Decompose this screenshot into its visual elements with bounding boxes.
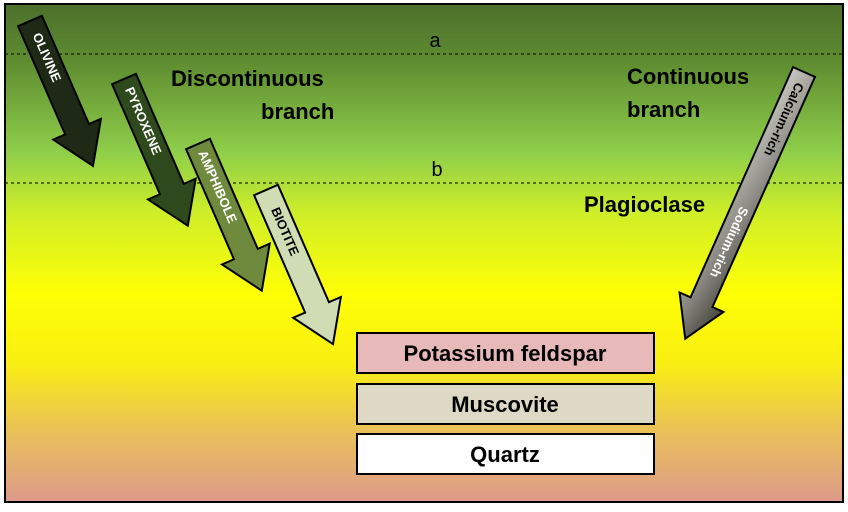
- discontinuous-branch-line2: branch: [261, 99, 334, 124]
- continuous-branch-line2: branch: [627, 97, 700, 122]
- label-a: a: [429, 30, 441, 52]
- label-b: b: [431, 159, 442, 181]
- potassium-feldspar-box: [356, 332, 655, 374]
- discontinuous-branch-line1: Discontinuous: [171, 66, 324, 91]
- muscovite-label: Muscovite: [451, 392, 559, 417]
- quartz-box: [356, 433, 655, 475]
- continuous-branch-line1: Continuous: [627, 64, 749, 89]
- plagioclase-label: Plagioclase: [584, 192, 705, 217]
- potassium-feldspar-label: Potassium feldspar: [404, 341, 607, 366]
- quartz-label: Quartz: [470, 442, 540, 467]
- muscovite-box: [356, 383, 655, 425]
